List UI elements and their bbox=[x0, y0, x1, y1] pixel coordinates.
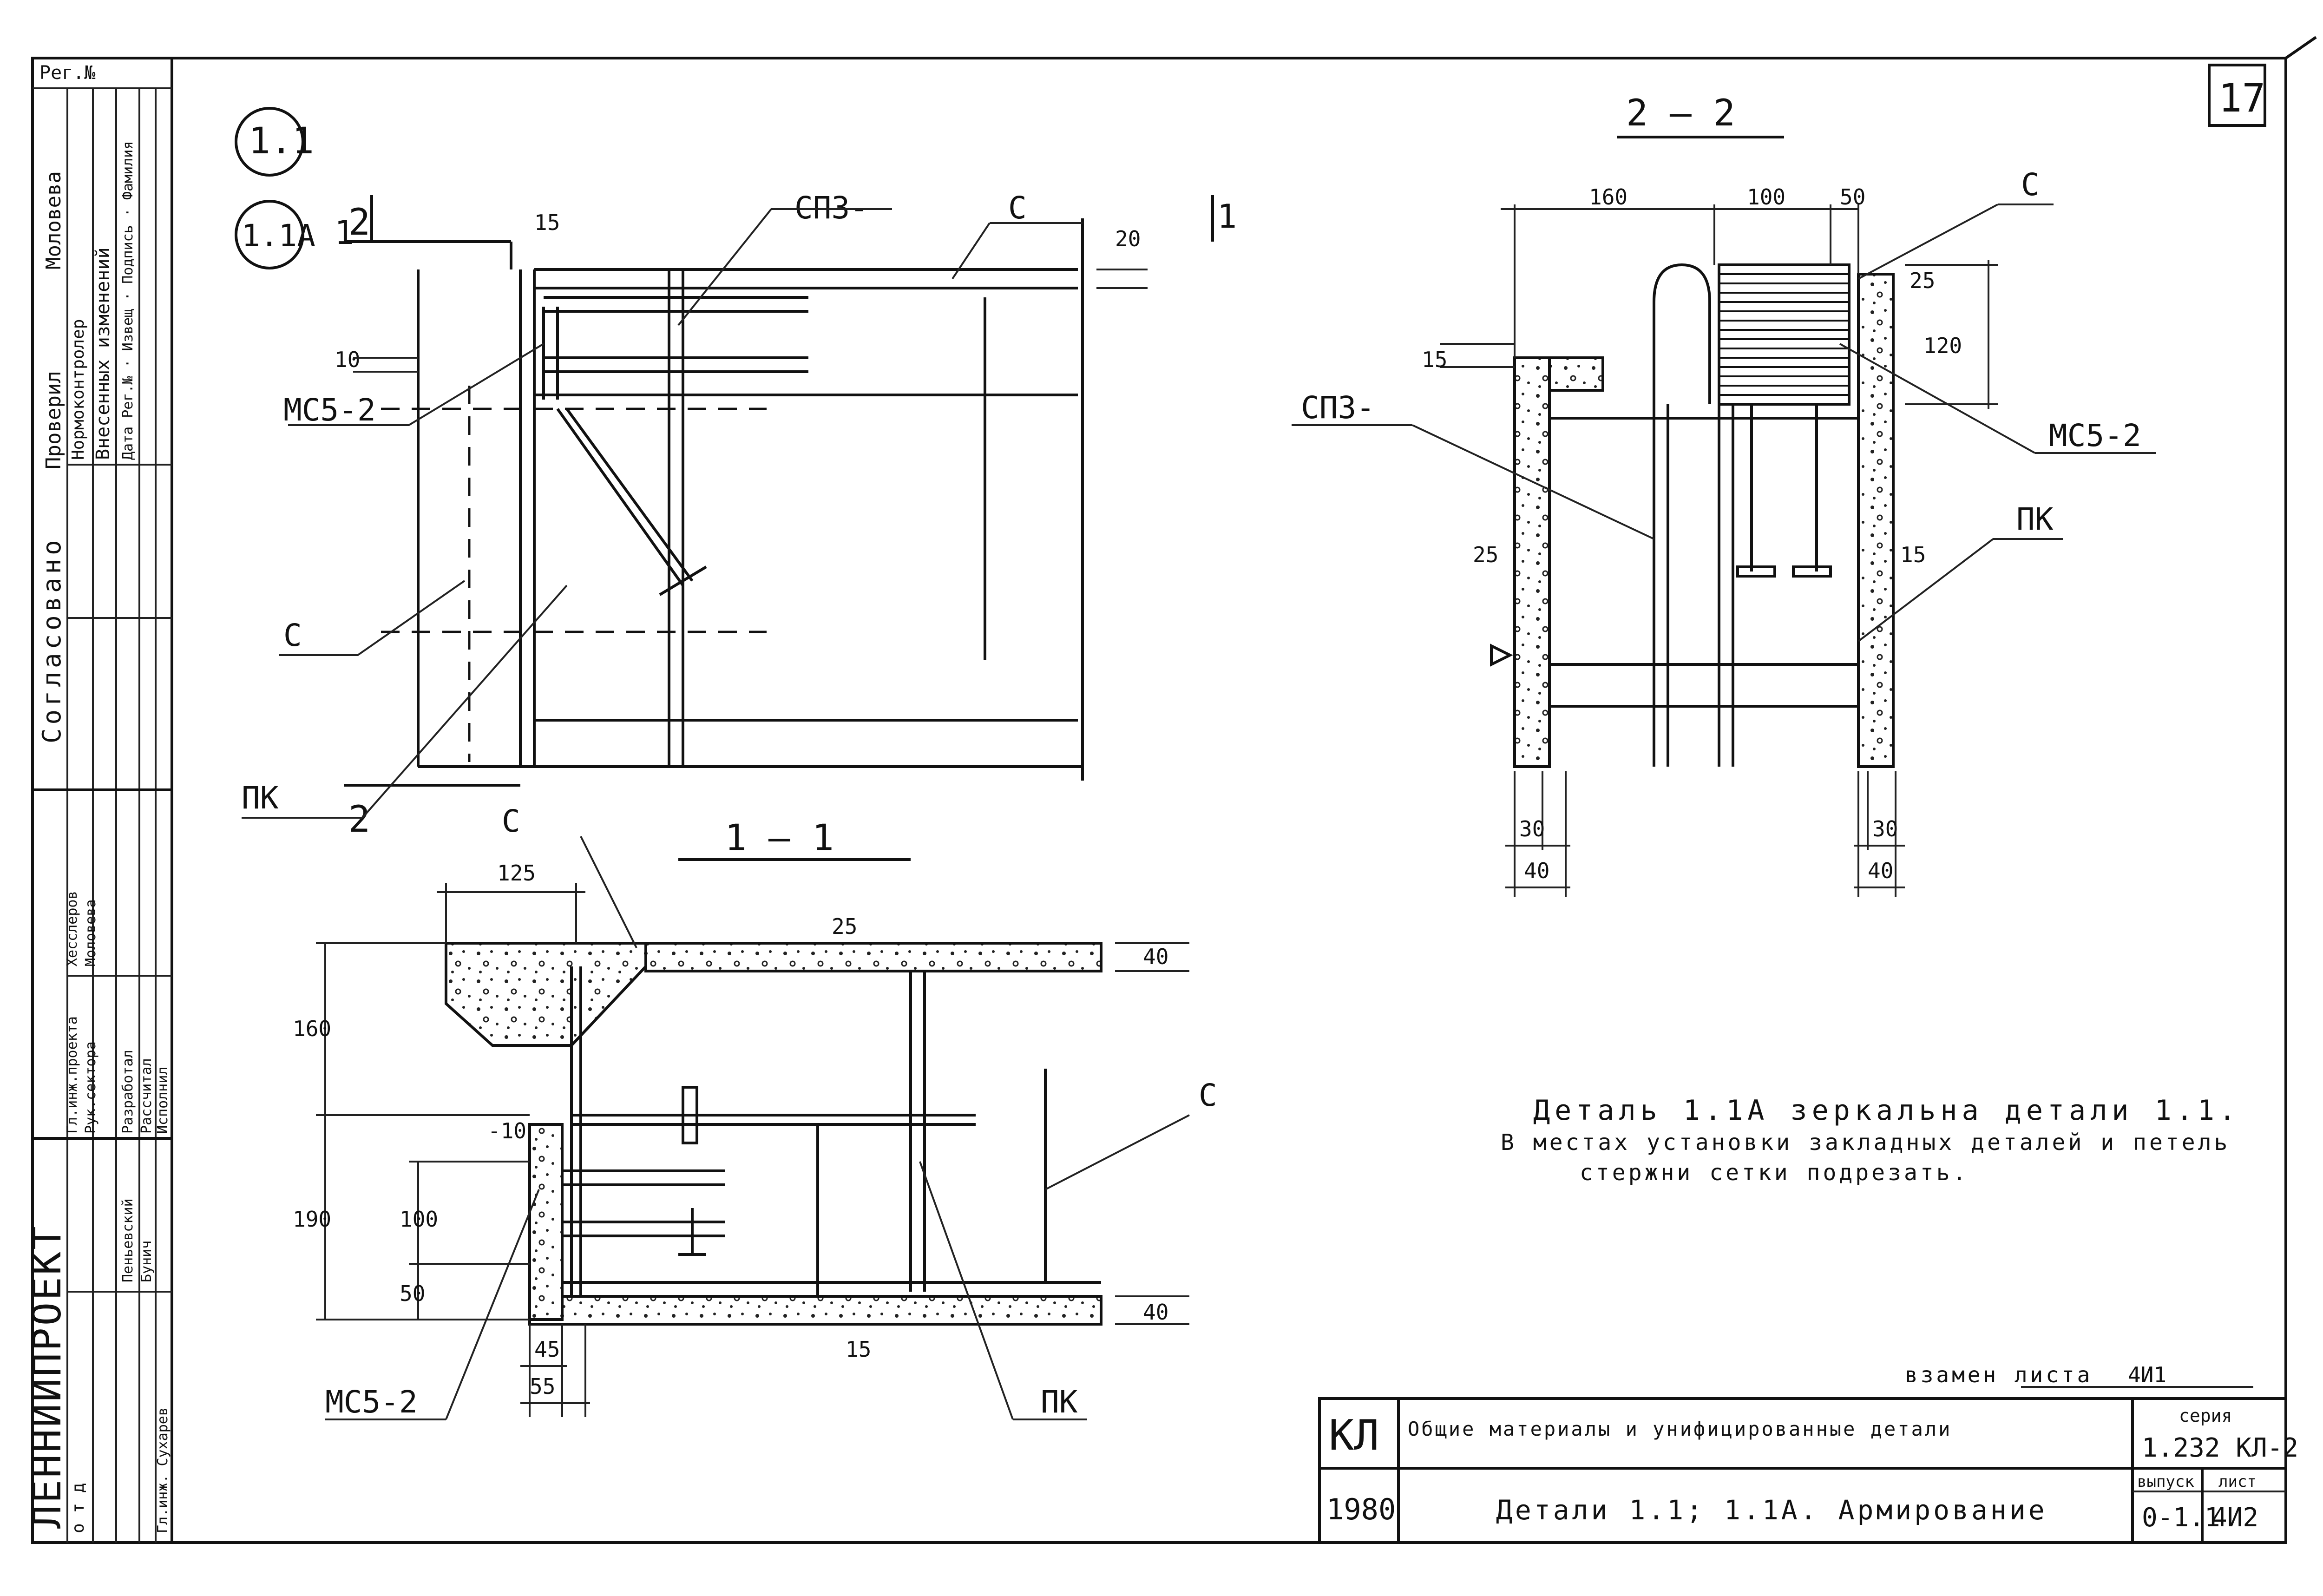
reg-label: Рег.№ bbox=[39, 62, 95, 84]
s11-label-mc5-2: МС5-2 bbox=[325, 1384, 418, 1420]
s22-dim-25-left: 25 bbox=[1473, 542, 1498, 567]
chief-engineer: Гл.инж. Сухарев bbox=[155, 1407, 171, 1533]
s22-dim-40-right: 40 bbox=[1868, 858, 1893, 883]
title-block: КЛ 1980 Общие материалы и унифицированны… bbox=[1318, 1397, 2298, 1544]
plan-label-mc5-2: МС5-2 bbox=[283, 392, 376, 428]
section-1-1: 1 — 1 bbox=[293, 803, 1217, 1420]
s11-dim-100: 100 bbox=[400, 1207, 438, 1232]
s22-label-sp3: СП3- bbox=[1301, 390, 1375, 426]
name-3: Пеньевский bbox=[120, 1198, 136, 1282]
s22-dim-15-right: 15 bbox=[1900, 542, 1926, 567]
s22-dim-30-right: 30 bbox=[1872, 816, 1898, 841]
note-2: В местах установки закладных деталей и п… bbox=[1501, 1130, 2230, 1156]
s11-dim-minus10: -10 bbox=[488, 1118, 526, 1143]
s11-label-c-top: С bbox=[502, 803, 520, 839]
marker-1-1: 1.1 bbox=[249, 120, 314, 162]
tb-issue-value: 0-1.1 bbox=[2142, 1503, 2220, 1533]
marker-1-1a: 1.1А bbox=[242, 218, 315, 254]
tb-issue-label: выпуск bbox=[2137, 1472, 2194, 1491]
s11-dim-40-top: 40 bbox=[1143, 944, 1168, 969]
notes: Деталь 1.1А зеркальна детали 1.1. В мест… bbox=[1501, 1094, 2240, 1186]
org-name: ЛЕННИИПРОЕКТ bbox=[24, 1224, 70, 1529]
tb-header: Общие материалы и унифицированные детали bbox=[1408, 1418, 1952, 1440]
s22-label-mc5-2: МС5-2 bbox=[2049, 418, 2141, 453]
tb-year: 1980 bbox=[1326, 1492, 1396, 1526]
role-2: Рук.сектора bbox=[83, 1041, 99, 1134]
s11-dim-45: 45 bbox=[534, 1337, 560, 1362]
plan-dim-15: 15 bbox=[534, 210, 560, 235]
tb-sheet-label: лист bbox=[2218, 1472, 2257, 1491]
s11-dim-50: 50 bbox=[400, 1281, 425, 1306]
tb-series-label: серия bbox=[2179, 1406, 2232, 1426]
s11-dim-190: 190 bbox=[293, 1207, 331, 1232]
dept-label: о т д bbox=[69, 1483, 88, 1533]
plan-cut-2-bottom: 2 bbox=[348, 799, 370, 841]
name-4: Бунич bbox=[138, 1241, 155, 1282]
s11-dim-55: 55 bbox=[530, 1374, 555, 1399]
tb-sheet-value: 4И2 bbox=[2211, 1503, 2258, 1533]
s11-dim-15: 15 bbox=[846, 1337, 871, 1362]
left-stamp-column: Рег.№ Проверил Нормоконтролер Внесенных … bbox=[24, 57, 173, 1544]
s22-dim-160: 160 bbox=[1589, 184, 1627, 210]
role-1: Гл.инж.проекта bbox=[64, 1016, 80, 1134]
section-1-1-title: 1 — 1 bbox=[725, 817, 834, 859]
agreed-name: Моловева bbox=[42, 171, 66, 269]
tb-sheet-title: Детали 1.1; 1.1А. Армирование bbox=[1496, 1494, 2047, 1526]
plan-view: 2 2 1 1 СП3- С МС5-2 С ПК 15 20 10 bbox=[242, 190, 1237, 841]
plan-label-sp3: СП3- bbox=[794, 190, 868, 226]
plan-label-pk: ПК bbox=[242, 780, 279, 816]
s22-dim-15-left: 15 bbox=[1422, 347, 1447, 372]
replaces-value: 4И1 bbox=[2128, 1362, 2166, 1387]
tb-code: КЛ bbox=[1329, 1411, 1379, 1460]
change-table-title: Внесенных изменений bbox=[92, 247, 114, 460]
s11-dim-25: 25 bbox=[832, 914, 857, 939]
plan-label-c-left: С bbox=[283, 617, 302, 653]
s11-dim-160: 160 bbox=[293, 1016, 331, 1041]
replaces-label: взамен листа bbox=[1905, 1362, 2093, 1387]
s22-dim-30-left: 30 bbox=[1519, 816, 1545, 841]
name-1: Хесслеров bbox=[64, 891, 80, 966]
agreed-label: Согласовано bbox=[37, 536, 66, 743]
note-3: стержни сетки подрезать. bbox=[1580, 1160, 1969, 1186]
plan-cut-1-right: 1 bbox=[1217, 197, 1237, 236]
s22-dim-25-top: 25 bbox=[1910, 268, 1935, 293]
tb-series-value: 1.232 КЛ-2 bbox=[2142, 1433, 2298, 1463]
name-2: Моловева bbox=[83, 900, 99, 967]
approvals-label: Проверил bbox=[42, 371, 66, 469]
s11-dim-40-bottom: 40 bbox=[1143, 1300, 1168, 1325]
plan-label-c-top: С bbox=[1008, 190, 1027, 226]
s22-dim-50: 50 bbox=[1840, 184, 1865, 210]
note-1: Деталь 1.1А зеркальна детали 1.1. bbox=[1533, 1094, 2240, 1127]
section-2-2-title: 2 — 2 bbox=[1626, 92, 1735, 134]
plan-cut-2-top: 2 bbox=[348, 202, 370, 243]
detail-markers: 1.1 1.1А bbox=[235, 107, 315, 269]
plan-dim-10: 10 bbox=[335, 347, 360, 372]
plan-cut-1-left: 1 bbox=[335, 214, 354, 252]
section-2-2: 2 — 2 bbox=[1292, 92, 2156, 897]
sheet-number: 17 bbox=[2218, 75, 2265, 121]
s11-label-pk: ПК bbox=[1041, 1384, 1078, 1420]
s22-dim-40-left: 40 bbox=[1524, 858, 1549, 883]
change-headers: Дата Рег.№ · Извещ · Подпись · Фамилия bbox=[120, 141, 136, 460]
role-3: Разработал bbox=[120, 1050, 136, 1134]
s22-dim-100: 100 bbox=[1747, 184, 1785, 210]
s22-label-c: С bbox=[2021, 167, 2040, 203]
role-4: Рассчитал bbox=[138, 1058, 155, 1134]
s22-label-pk: ПК bbox=[2016, 501, 2054, 537]
plan-dim-20: 20 bbox=[1115, 226, 1141, 251]
s11-dim-125: 125 bbox=[497, 860, 536, 886]
s11-label-c-right: С bbox=[1199, 1077, 1217, 1113]
role-5: Исполнил bbox=[155, 1067, 171, 1134]
norm-label: Нормоконтролер bbox=[69, 319, 88, 460]
s22-dim-120: 120 bbox=[1923, 333, 1962, 358]
